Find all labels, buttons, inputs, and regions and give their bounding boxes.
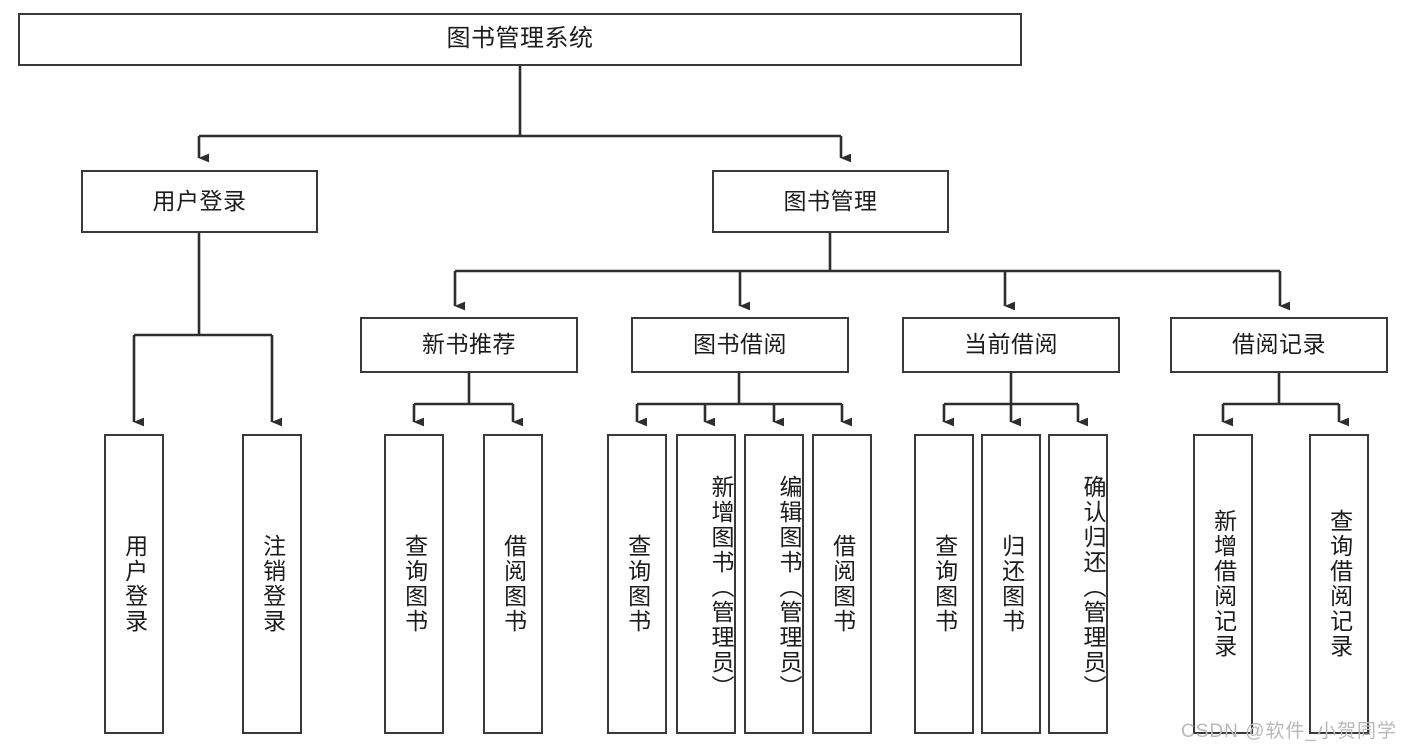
node-label: 确认归还（管理员） xyxy=(1080,474,1106,700)
node-label: 图书管理系统 xyxy=(446,25,594,53)
node-label: 借阅图书 xyxy=(829,534,856,634)
node-label: 借阅记录 xyxy=(1232,331,1326,358)
leaf-records-query-record[interactable]: 查询借阅记录 xyxy=(1309,434,1369,734)
leaf-borrow-query-book[interactable]: 查询图书 xyxy=(607,434,667,734)
node-label: 新书推荐 xyxy=(422,331,516,358)
leaf-user-login-logout[interactable]: 注销登录 xyxy=(242,434,302,734)
node-book-borrow[interactable]: 图书借阅 xyxy=(631,317,849,373)
leaf-new-book-query[interactable]: 查询图书 xyxy=(384,434,444,734)
node-label: 查询图书 xyxy=(624,534,651,634)
node-user-login[interactable]: 用户登录 xyxy=(81,170,318,233)
node-label: 借阅图书 xyxy=(500,534,527,634)
node-new-book-recommend[interactable]: 新书推荐 xyxy=(360,317,578,373)
node-label: 用户登录 xyxy=(152,187,247,214)
leaf-new-book-borrow[interactable]: 借阅图书 xyxy=(483,434,543,734)
leaf-current-return-book[interactable]: 归还图书 xyxy=(981,434,1041,734)
node-label: 图书管理 xyxy=(783,187,878,214)
node-current-borrow[interactable]: 当前借阅 xyxy=(902,317,1120,373)
leaf-borrow-edit-book[interactable]: 编辑图书（管理员） xyxy=(744,434,804,734)
node-label: 归还图书 xyxy=(998,534,1025,634)
leaf-records-add-record[interactable]: 新增借阅记录 xyxy=(1193,434,1253,734)
node-label: 新增图书（管理员） xyxy=(708,474,734,700)
node-root-system[interactable]: 图书管理系统 xyxy=(18,13,1022,66)
watermark-text: CSDN @软件_小贺同学 xyxy=(1181,721,1397,742)
node-label: 编辑图书（管理员） xyxy=(776,474,802,700)
node-label: 查询借阅记录 xyxy=(1326,509,1353,659)
node-label: 当前借阅 xyxy=(964,331,1058,358)
leaf-borrow-add-book[interactable]: 新增图书（管理员） xyxy=(676,434,736,734)
node-label: 用户登录 xyxy=(121,534,148,634)
node-label: 查询图书 xyxy=(401,534,428,634)
leaf-borrow-borrow-book[interactable]: 借阅图书 xyxy=(812,434,872,734)
node-label: 注销登录 xyxy=(259,534,286,634)
leaf-user-login-login[interactable]: 用户登录 xyxy=(104,434,164,734)
node-label: 图书借阅 xyxy=(693,331,787,358)
leaf-current-query-book[interactable]: 查询图书 xyxy=(914,434,974,734)
node-label: 新增借阅记录 xyxy=(1210,509,1237,659)
node-book-management[interactable]: 图书管理 xyxy=(712,170,949,233)
leaf-current-confirm-return[interactable]: 确认归还（管理员） xyxy=(1048,434,1108,734)
node-borrow-records[interactable]: 借阅记录 xyxy=(1170,317,1388,373)
node-label: 查询图书 xyxy=(931,534,958,634)
